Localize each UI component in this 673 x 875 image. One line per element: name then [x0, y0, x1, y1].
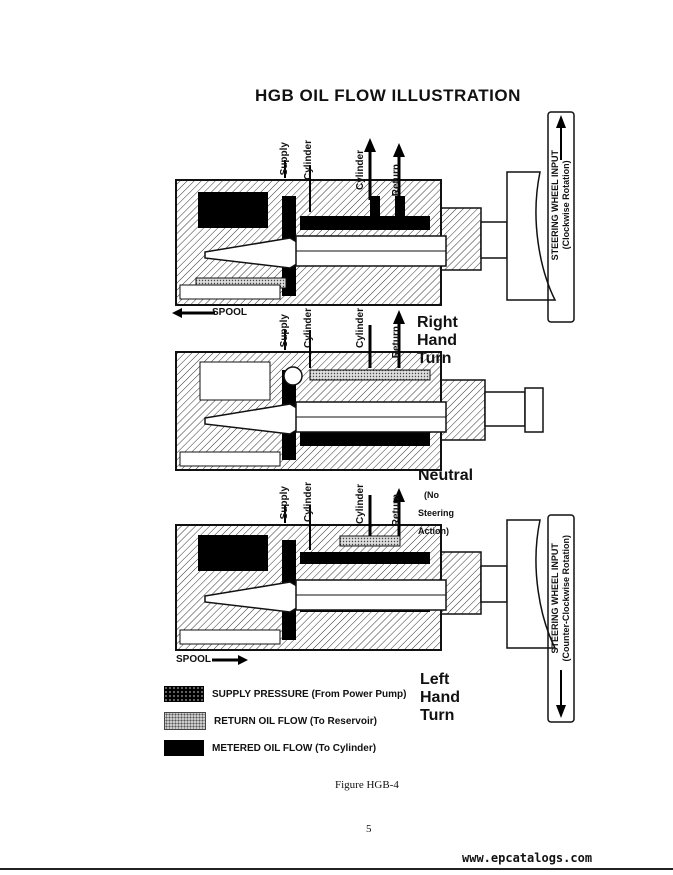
legend-swatch-return: [164, 712, 206, 730]
wheel-input-line1: STEERING WHEEL INPUT: [550, 543, 560, 654]
neutral-label: Neutral: [418, 467, 474, 484]
spool-label-right: SPOOL: [212, 307, 247, 318]
wheel-input-label-left: STEERING WHEEL INPUT (Counter-Clockwise …: [550, 535, 572, 662]
wheel-input-line2: (Counter-Clockwise Rotation): [561, 535, 571, 662]
legend-label-metered: METERED OIL FLOW (To Cylinder): [212, 742, 377, 754]
page-bottom-rule: [0, 868, 673, 870]
port-label-return-left: Return: [391, 494, 402, 527]
legend-swatch-metered: [164, 740, 204, 756]
spool-text: SPOOL: [176, 654, 212, 665]
legend-swatch-supply: [164, 686, 204, 702]
legend-item-metered: METERED OIL FLOW (To Cylinder): [164, 740, 407, 756]
spool-text: SPOOL: [212, 307, 248, 318]
section-label-left-hand-turn: Left Hand Turn: [420, 671, 460, 724]
port-label-supply-left: Supply: [279, 486, 290, 520]
page-number: 5: [366, 823, 372, 835]
legend: SUPPLY PRESSURE (From Power Pump) RETURN…: [164, 686, 407, 756]
port-label-cylinder-left: Cylinder: [303, 482, 314, 523]
port-label-cylinder2-left: Cylinder: [355, 484, 366, 525]
legend-item-return: RETURN OIL FLOW (To Reservoir): [164, 712, 407, 730]
spool-label-left: SPOOL: [176, 654, 211, 665]
legend-label-return: RETURN OIL FLOW (To Reservoir): [214, 715, 377, 727]
figure-caption: Figure HGB-4: [335, 779, 399, 791]
footer-watermark-url: www.epcatalogs.com: [462, 851, 593, 865]
legend-item-supply: SUPPLY PRESSURE (From Power Pump): [164, 686, 407, 702]
legend-label-supply: SUPPLY PRESSURE (From Power Pump): [212, 688, 407, 700]
page-title: HGB OIL FLOW ILLUSTRATION: [255, 86, 521, 105]
